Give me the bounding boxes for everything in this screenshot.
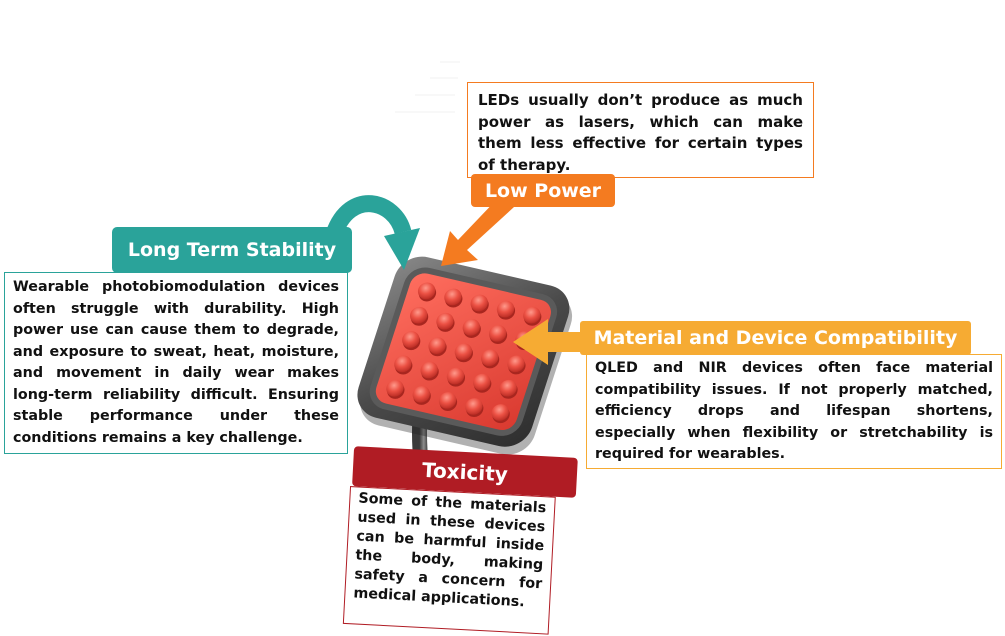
material-compatibility-header: Material and Device Compatibility [580,321,971,355]
led-dot [444,288,462,306]
long-term-stability-header: Long Term Stability [112,227,352,273]
low-power-header: Low Power [471,174,615,207]
low-power-arrow [441,196,514,266]
toxicity-description: Some of the materials used in these devi… [342,486,556,635]
long-term-stability-arrow [325,195,420,270]
low-power-text: LEDs usually don’t produce as much power… [478,91,803,174]
led-dot [412,385,430,403]
long-term-stability-title: Long Term Stability [127,239,337,261]
led-dot [420,361,438,379]
led-dot [499,379,517,397]
toxicity-text: Some of the materials used in these devi… [353,490,547,611]
led-dot [491,404,509,421]
led-dot [488,325,507,342]
led-dot [417,282,436,300]
led-grid [386,282,542,424]
led-dot [428,337,446,354]
led-dot [386,379,404,397]
led-dot [523,306,541,324]
led-dot [465,398,483,415]
material-compatibility-description: QLED and NIR devices often face material… [586,354,1002,469]
led-dot [402,331,420,348]
led-dot [507,355,525,373]
material-compatibility-title: Material and Device Compatibility [593,327,958,349]
led-dot [410,306,428,324]
long-term-stability-text: Wearable photobiomodulation devices ofte… [13,279,339,446]
led-dot [438,392,457,409]
low-power-title: Low Power [484,179,602,202]
faint-background-lines [395,61,460,113]
led-dot [446,367,465,385]
led-panel-icon [357,256,573,455]
toxicity-title: Toxicity [421,457,509,487]
material-compatibility-text: QLED and NIR devices often face material… [595,360,993,462]
low-power-description: LEDs usually don’t produce as much power… [467,82,814,178]
material-compatibility-arrow [513,319,590,365]
led-dot [470,294,488,312]
long-term-stability-description: Wearable photobiomodulation devices ofte… [4,272,348,454]
toxicity-group: Toxicity Some of the materials used in t… [342,446,578,636]
led-dot [496,300,515,318]
led-dot [454,343,473,361]
led-dot [394,355,412,373]
led-dot [473,373,491,391]
led-dot [436,312,454,330]
led-dot [462,319,481,336]
led-dot [481,349,499,367]
